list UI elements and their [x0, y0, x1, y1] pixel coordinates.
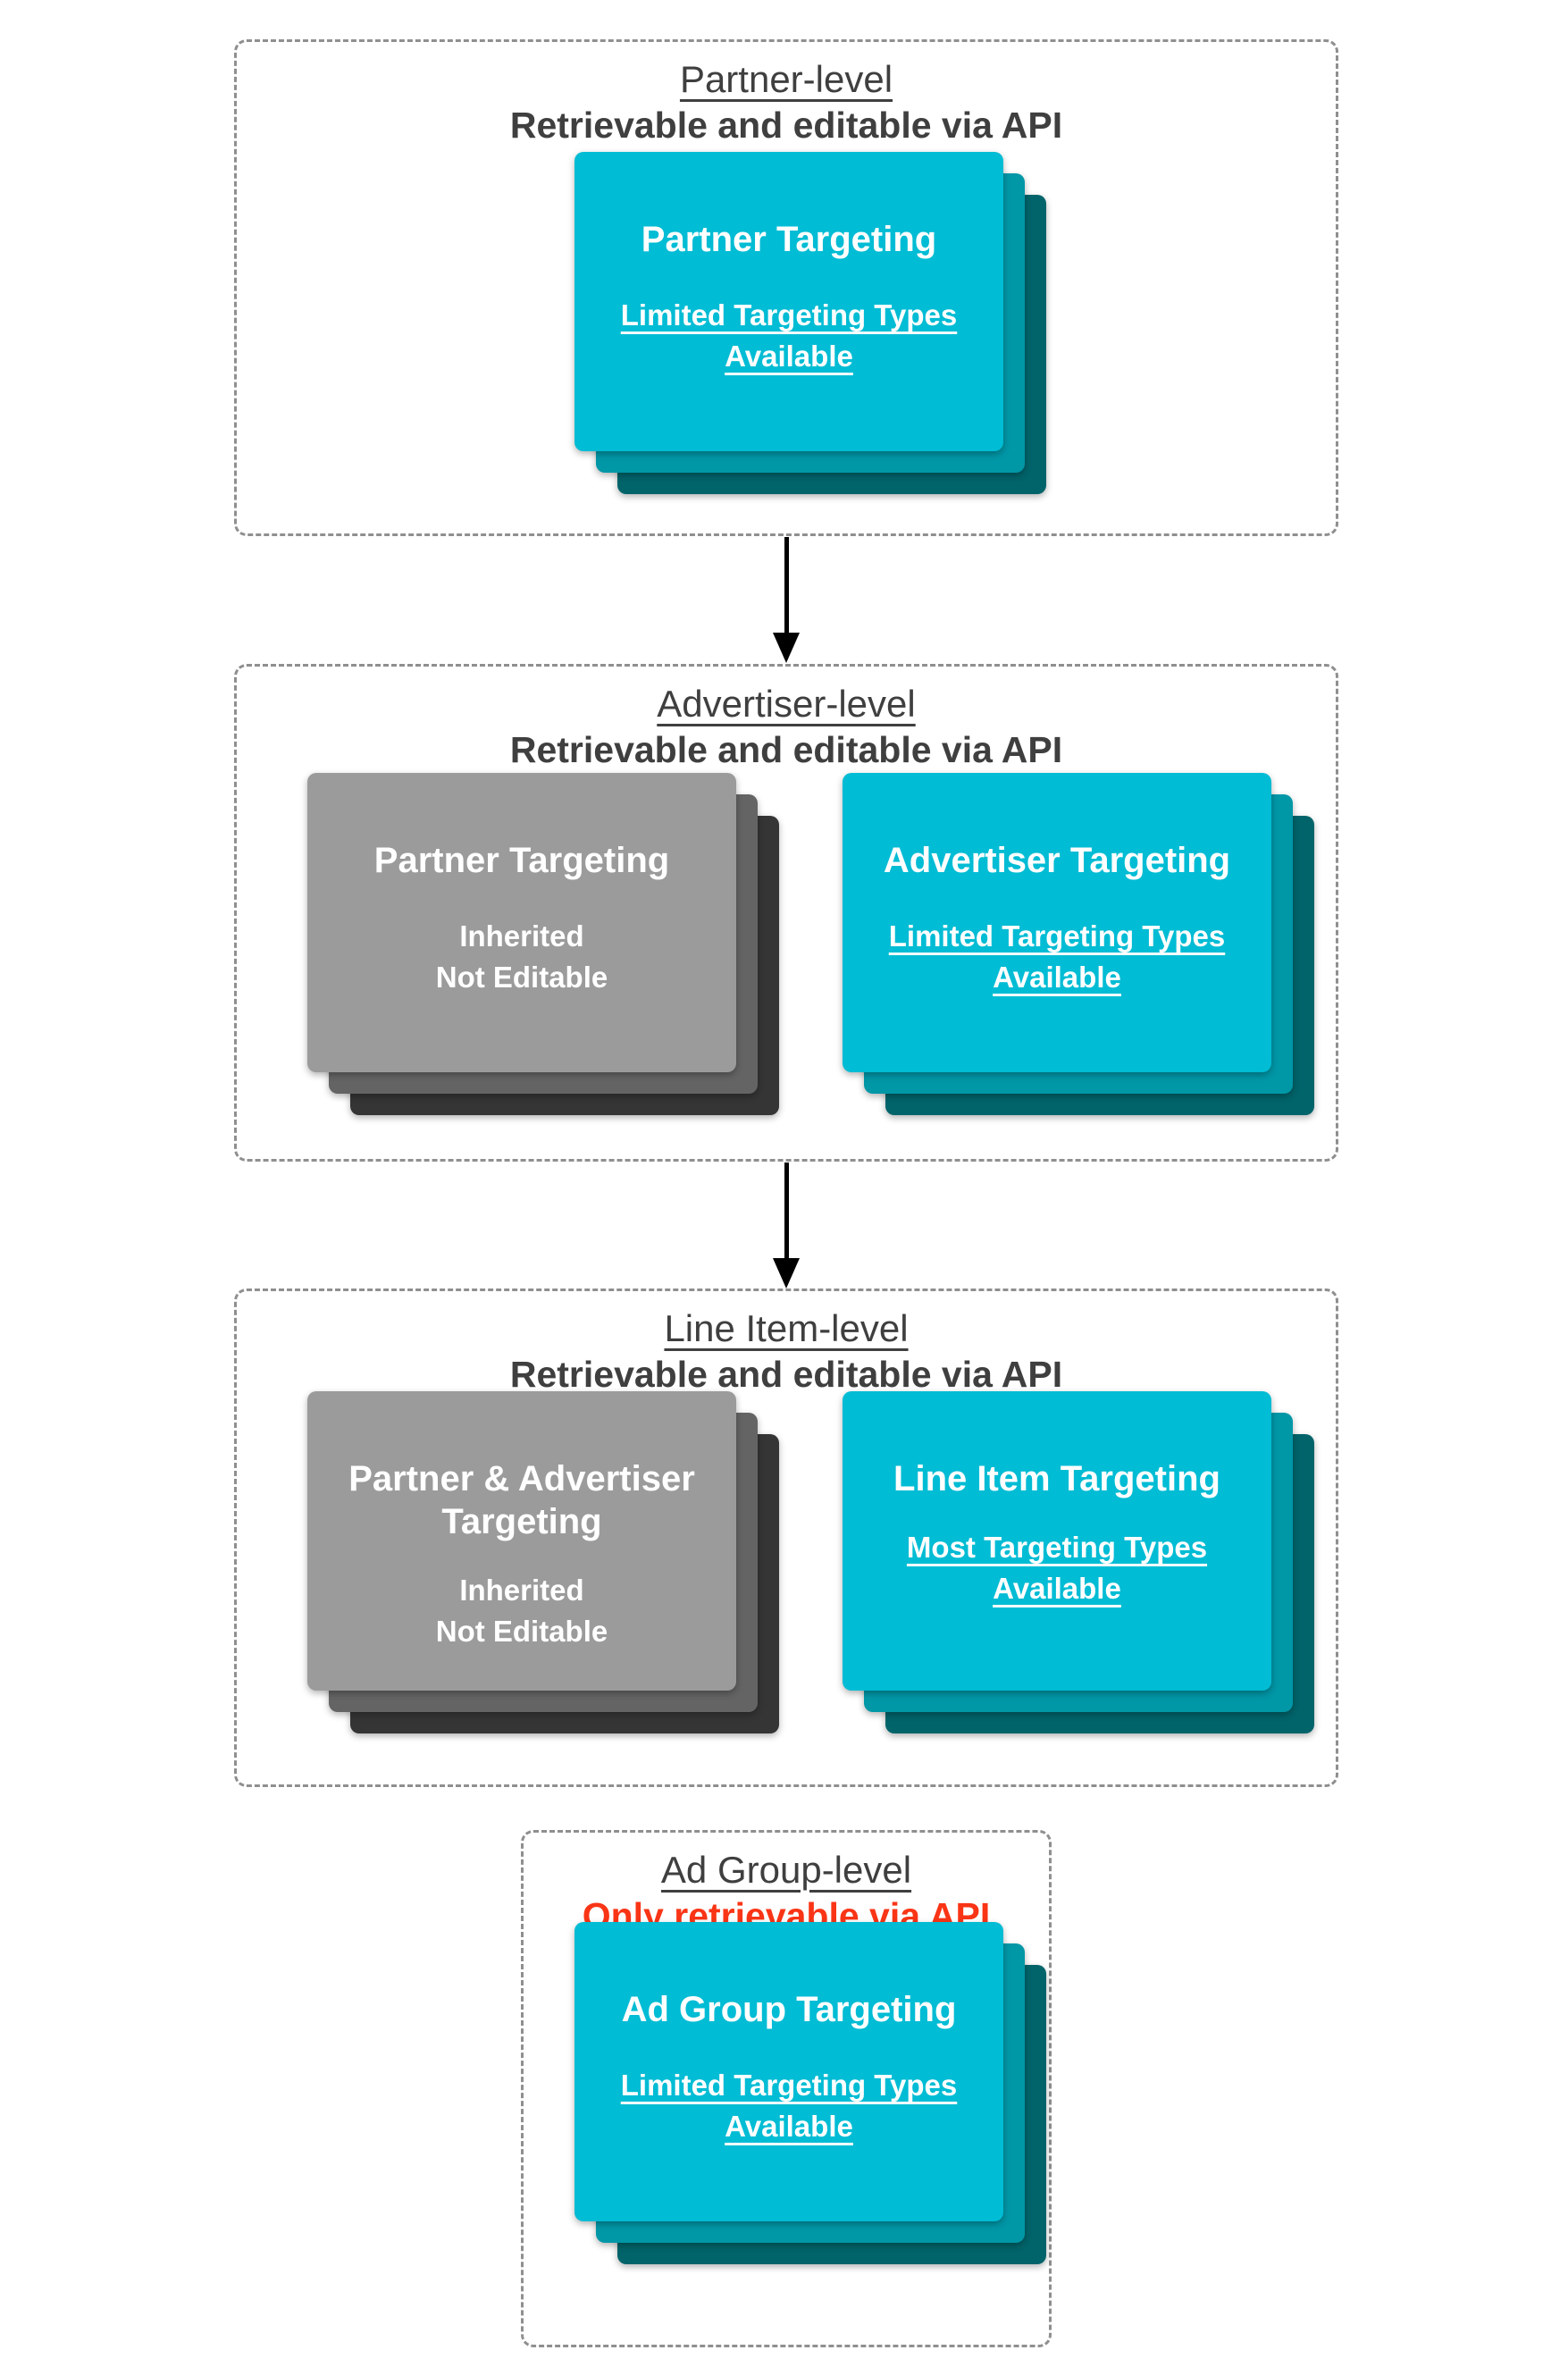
- card-title: Partner Targeting: [373, 841, 670, 880]
- section-title: Line Item-level: [664, 1307, 909, 1349]
- card-body: Inherited Not Editable: [436, 916, 608, 998]
- card-body-line: Most Targeting Types: [906, 1531, 1208, 1564]
- card-body-line: Not Editable: [435, 1615, 608, 1649]
- card-front: Partner Targeting Limited Targeting Type…: [574, 152, 1003, 451]
- arrow-line: [784, 1163, 789, 1258]
- arrow-line: [784, 537, 789, 633]
- card-body-line: Available: [993, 961, 1121, 995]
- card-front: Partner Targeting Inherited Not Editable: [307, 773, 736, 1072]
- section-ad-group-level: Ad Group-level Only retrievable via API …: [521, 1830, 1052, 2347]
- section-partner-level: Partner-level Retrievable and editable v…: [234, 39, 1338, 536]
- section-line-item-level: Line Item-level Retrievable and editable…: [234, 1288, 1338, 1787]
- card-body-line: Inherited: [459, 919, 584, 953]
- card-title: Line Item Targeting: [893, 1459, 1220, 1498]
- section-title: Advertiser-level: [657, 683, 916, 725]
- section-advertiser-level: Advertiser-level Retrievable and editabl…: [234, 664, 1338, 1162]
- card-front: Partner & Advertiser Targeting Inherited…: [307, 1391, 736, 1691]
- card-partner-targeting-inherited: Partner Targeting Inherited Not Editable: [307, 773, 779, 1115]
- card-body: Limited Targeting Types Available: [621, 295, 958, 377]
- section-subtitle: Retrievable and editable via API: [509, 728, 1063, 770]
- arrow-head-icon: [773, 1258, 800, 1288]
- card-front: Line Item Targeting Most Targeting Types…: [843, 1391, 1271, 1691]
- card-body-line: Limited Targeting Types: [888, 919, 1226, 953]
- card-front: Ad Group Targeting Limited Targeting Typ…: [574, 1922, 1003, 2221]
- card-line-item-targeting: Line Item Targeting Most Targeting Types…: [843, 1391, 1314, 1733]
- flow-arrow-down-1: [773, 537, 800, 663]
- card-title: Partner & Advertiser Targeting: [348, 1459, 695, 1541]
- section-subtitle: Retrievable and editable via API: [509, 1353, 1063, 1395]
- section-subtitle: Retrievable and editable via API: [509, 104, 1063, 146]
- card-body-line: Limited Targeting Types: [620, 2069, 958, 2102]
- section-title: Partner-level: [679, 58, 893, 100]
- card-partner-advertiser-targeting-inherited: Partner & Advertiser Targeting Inherited…: [307, 1391, 779, 1733]
- card-body-line: Limited Targeting Types: [620, 298, 958, 332]
- card-body-line: Available: [725, 340, 853, 374]
- card-title: Ad Group Targeting: [621, 1990, 957, 2029]
- card-body-line: Inherited: [459, 1574, 584, 1607]
- flow-arrow-down-2: [773, 1163, 800, 1288]
- card-body-line: Not Editable: [435, 961, 608, 995]
- card-title: Advertiser Targeting: [883, 841, 1231, 880]
- card-title: Partner Targeting: [641, 220, 937, 259]
- card-partner-targeting: Partner Targeting Limited Targeting Type…: [574, 152, 1046, 494]
- card-body-line: Available: [725, 2110, 853, 2144]
- card-front: Advertiser Targeting Limited Targeting T…: [843, 773, 1271, 1072]
- arrow-head-icon: [773, 633, 800, 663]
- card-body: Limited Targeting Types Available: [889, 916, 1226, 998]
- card-body: Most Targeting Types Available: [907, 1527, 1207, 1609]
- card-body: Inherited Not Editable: [436, 1570, 608, 1652]
- card-advertiser-targeting: Advertiser Targeting Limited Targeting T…: [843, 773, 1314, 1115]
- section-title: Ad Group-level: [660, 1849, 912, 1891]
- card-body-line: Available: [993, 1572, 1121, 1606]
- card-ad-group-targeting: Ad Group Targeting Limited Targeting Typ…: [574, 1922, 1046, 2264]
- card-body: Limited Targeting Types Available: [621, 2065, 958, 2147]
